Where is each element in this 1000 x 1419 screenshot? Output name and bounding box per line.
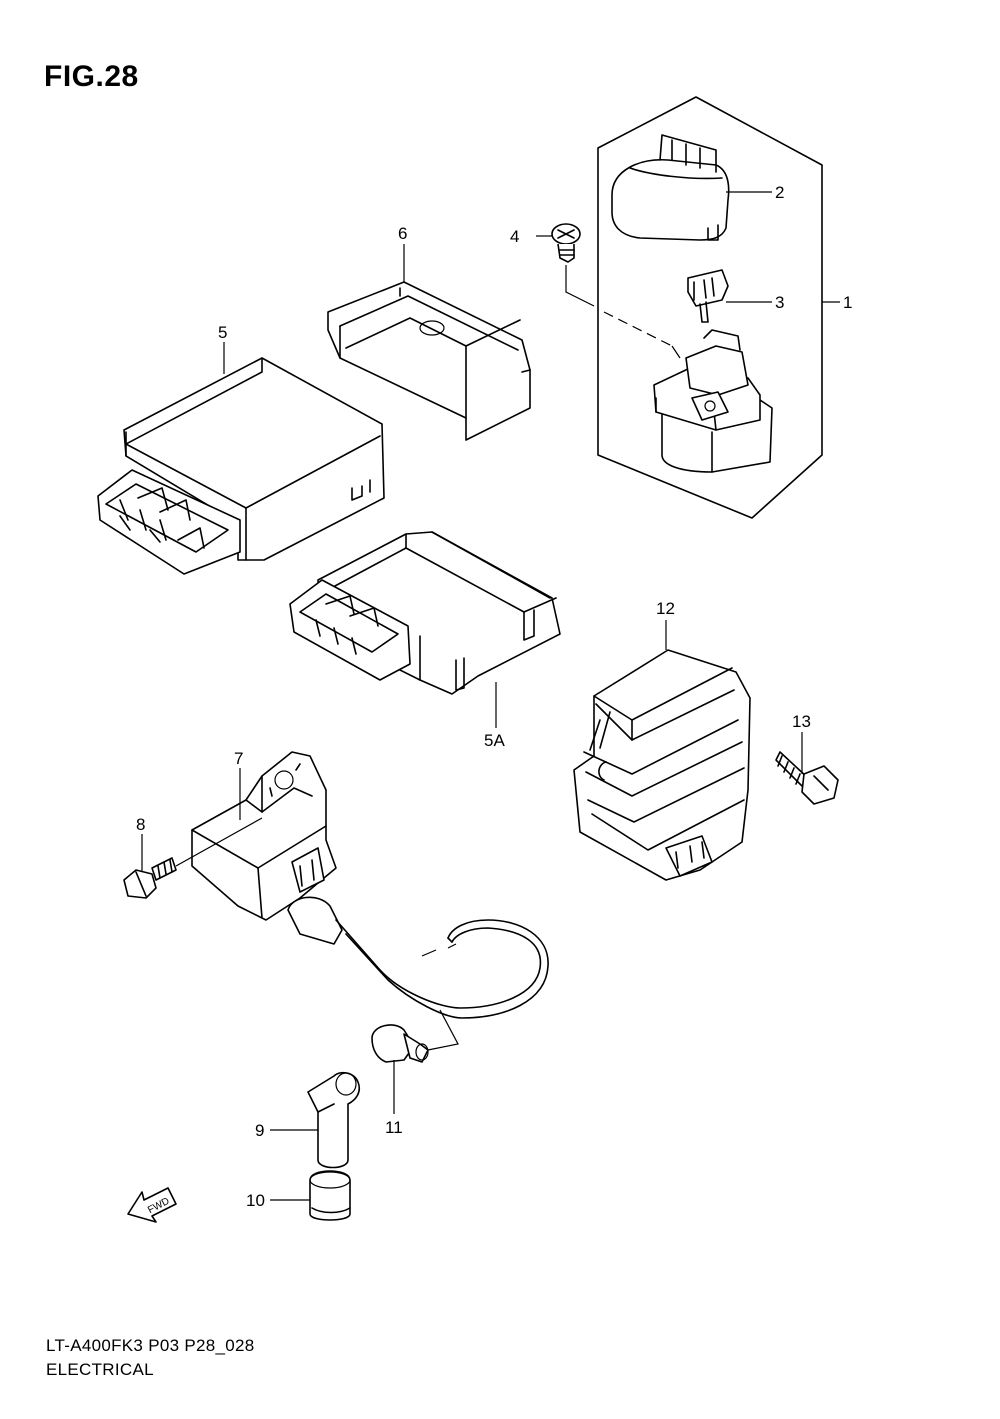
part-1-starter-relay[interactable]: [653, 329, 773, 473]
part-4-screw[interactable]: [551, 223, 581, 263]
part-7-ignition-coil[interactable]: [191, 751, 549, 1019]
callout-11: 11: [385, 1118, 403, 1137]
callout-3: 3: [775, 293, 784, 312]
callout-5a: 5A: [484, 731, 505, 750]
part-6-rubber-cover[interactable]: [327, 281, 531, 441]
coil-bolt-leader-line: [175, 817, 263, 867]
callout-4: 4: [510, 227, 519, 246]
part-9-plug-cap[interactable]: [307, 1071, 361, 1169]
screw-dashed-line: [603, 311, 673, 347]
part-3-fuse[interactable]: [687, 269, 729, 323]
model-code-label: LT-A400FK3 P03 P28_028: [46, 1336, 255, 1355]
part-13-bolt[interactable]: [775, 751, 839, 805]
part-5-cdi-unit[interactable]: [97, 357, 385, 575]
callout-9: 9: [255, 1121, 264, 1140]
callout-7: 7: [234, 749, 243, 768]
part-12-regulator-rectifier[interactable]: [573, 649, 751, 881]
callout-10: 10: [246, 1191, 265, 1210]
callout-13: 13: [792, 712, 811, 731]
figure-title: FIG.28: [44, 60, 139, 93]
part-5a-cdi-unit[interactable]: [289, 531, 561, 695]
callout-2: 2: [775, 183, 784, 202]
callout-12: 12: [656, 599, 675, 618]
screw-leader-end: [671, 345, 681, 359]
section-label: ELECTRICAL: [46, 1360, 154, 1379]
screw-leader-line: [565, 265, 595, 307]
part-8-bolt[interactable]: [123, 857, 177, 899]
wire-leader-line: [427, 1009, 459, 1051]
callout-8: 8: [136, 815, 145, 834]
part-2-relay-cover[interactable]: [611, 134, 730, 241]
callout-6: 6: [398, 224, 407, 243]
callout-5: 5: [218, 323, 227, 342]
callout-1: 1: [843, 293, 852, 312]
part-11-terminal-cap[interactable]: [371, 1024, 429, 1063]
fwd-arrow-icon: FWD: [127, 1187, 177, 1223]
part-1-group-outline: [597, 96, 823, 519]
part-10-cover[interactable]: [309, 1170, 351, 1221]
